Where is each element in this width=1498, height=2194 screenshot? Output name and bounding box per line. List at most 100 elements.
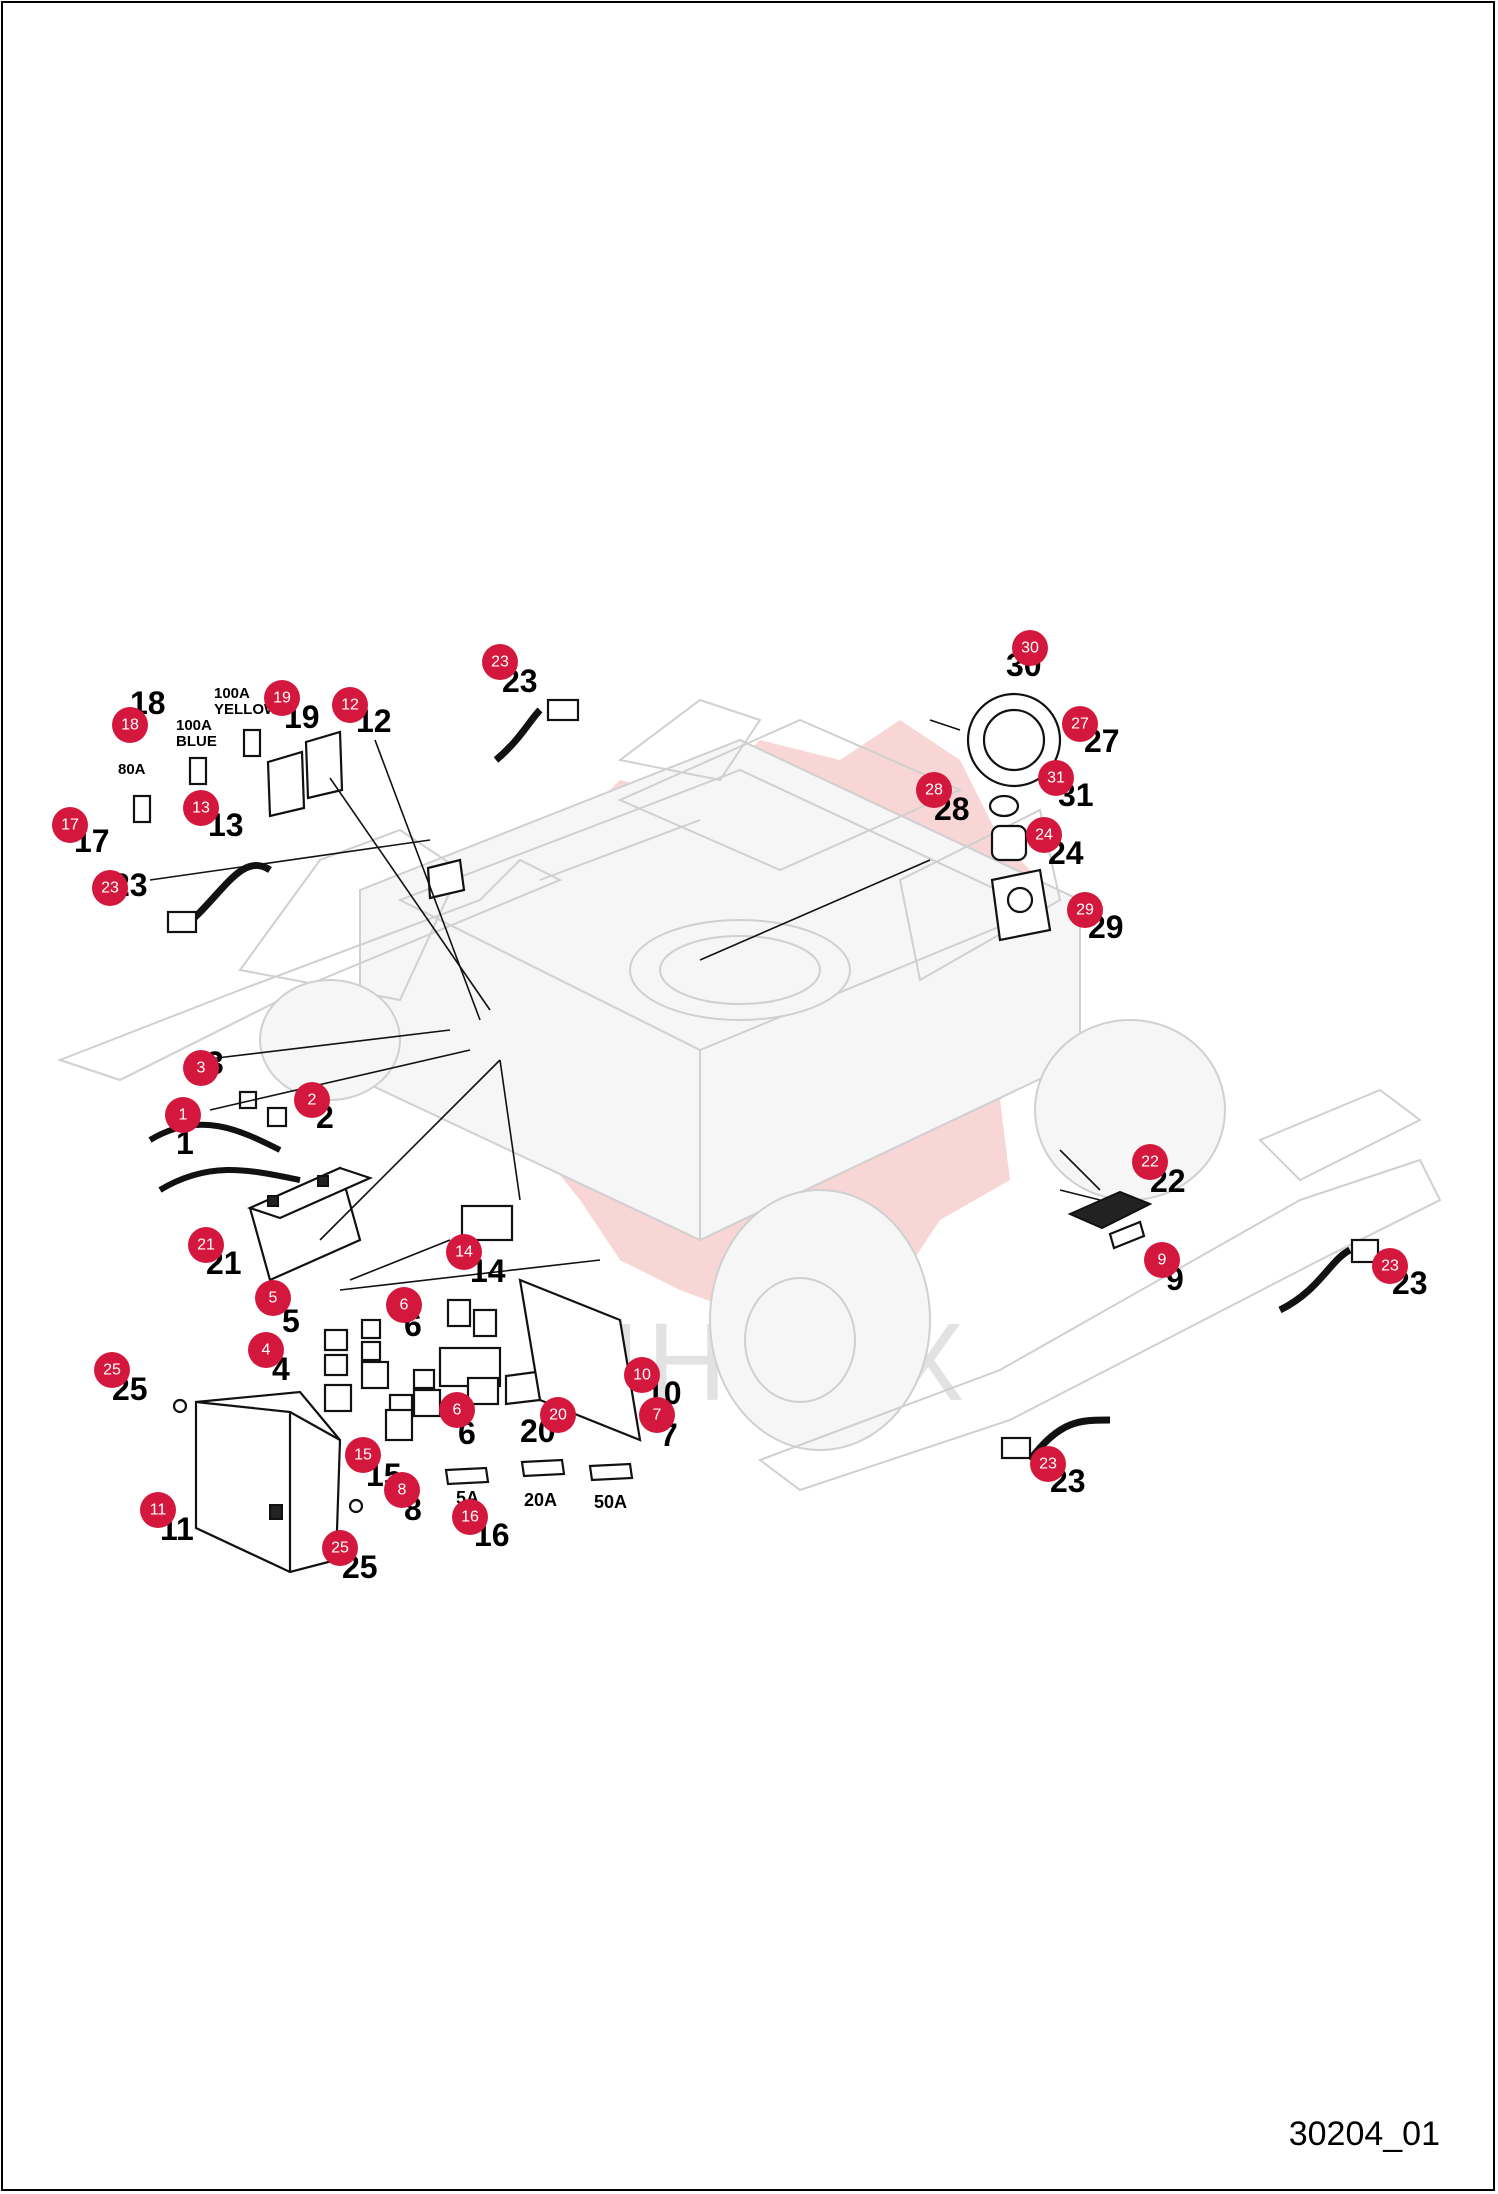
callout-number: 23 — [491, 654, 509, 671]
callout-circle — [322, 1530, 358, 1566]
callout-circle — [264, 680, 300, 716]
callout-number: 8 — [398, 1482, 407, 1499]
callout-circle — [452, 1499, 488, 1535]
harness-23-top — [493, 698, 580, 763]
callout-circle — [384, 1472, 420, 1508]
callout-circle — [1038, 760, 1074, 796]
callout-c23a: 23 — [482, 644, 518, 680]
callout-number: 30 — [1021, 640, 1039, 657]
callout-c29: 29 — [1067, 892, 1103, 928]
callout-c10: 10 — [624, 1357, 660, 1393]
spec-50a: 50A — [594, 1492, 627, 1512]
callout-c18: 18 — [112, 707, 148, 743]
callout-circle — [92, 870, 128, 906]
callout-circle — [248, 1332, 284, 1368]
callout-c30: 30 — [1012, 630, 1048, 666]
callout-number: 9 — [1158, 1252, 1167, 1269]
relay-blocks — [323, 1204, 542, 1442]
svg-text:5: 5 — [282, 1303, 300, 1339]
callout-c22: 22 — [1132, 1144, 1168, 1180]
spec-100a-yellow-l2: YELLOW — [214, 701, 279, 718]
leader-lines — [149, 719, 1101, 1291]
callout-circle — [1030, 1446, 1066, 1482]
callout-number: 21 — [197, 1237, 215, 1254]
callout-number: 4 — [262, 1342, 271, 1359]
spec-20a: 20A — [524, 1490, 557, 1510]
callout-number: 15 — [354, 1447, 372, 1464]
callout-number: 23 — [1381, 1258, 1399, 1275]
callout-circle — [140, 1492, 176, 1528]
callout-c4: 4 — [248, 1332, 284, 1368]
drawing-number: 30204_01 — [1288, 2115, 1440, 2153]
spec-100a-blue: 100A BLUE — [176, 717, 217, 750]
callout-number: 23 — [1039, 1456, 1057, 1473]
callout-c1: 1 — [165, 1097, 201, 1133]
callout-circle — [639, 1397, 675, 1433]
callout-circle — [446, 1234, 482, 1270]
callout-circle — [1026, 817, 1062, 853]
svg-text:1: 1 — [176, 1125, 194, 1161]
callout-c16: 16 — [452, 1499, 488, 1535]
callout-number: 22 — [1141, 1154, 1159, 1171]
callout-c6b: 6 — [439, 1392, 475, 1428]
callout-number: 7 — [653, 1407, 662, 1424]
callout-circle — [482, 644, 518, 680]
sensor-24 — [988, 794, 1028, 862]
callout-number: 23 — [101, 880, 119, 897]
callout-circle — [624, 1357, 660, 1393]
callout-circle — [916, 772, 952, 808]
callout-circle — [1372, 1248, 1408, 1284]
callout-number: 28 — [925, 782, 943, 799]
spec-100a-blue-l1: 100A — [176, 717, 212, 734]
callout-circle — [94, 1352, 130, 1388]
callout-c23b: 23 — [92, 870, 128, 906]
callout-number: 16 — [461, 1509, 479, 1526]
bracket-29 — [990, 868, 1052, 942]
callout-circle — [183, 1050, 219, 1086]
callout-number: 6 — [400, 1297, 409, 1314]
spec-100a-yellow-l1: 100A — [214, 685, 250, 702]
callout-circle — [188, 1227, 224, 1263]
fuse-box-11 — [172, 1390, 364, 1574]
callout-number: 3 — [197, 1060, 206, 1077]
callout-circle — [332, 687, 368, 723]
callout-c3: 3 — [183, 1050, 219, 1086]
spec-labels: 80A 100A BLUE 100A YELLOW 5A 20A 50A — [118, 685, 627, 1512]
callout-circle — [183, 790, 219, 826]
callout-c2: 2 — [294, 1082, 330, 1118]
callout-c25a: 25 — [94, 1352, 130, 1388]
callout-number: 27 — [1071, 716, 1089, 733]
callout-c5: 5 — [255, 1280, 291, 1316]
callout-c23d: 23 — [1030, 1446, 1066, 1482]
callout-circle — [1062, 706, 1098, 742]
callout-c12: 12 — [332, 687, 368, 723]
callout-number: 12 — [341, 697, 359, 714]
callout-number: 17 — [61, 817, 79, 834]
callout-number: 10 — [633, 1367, 651, 1384]
callout-number: 18 — [121, 717, 139, 734]
callout-circle — [112, 707, 148, 743]
callout-c17: 17 — [52, 807, 88, 843]
battery-21 — [246, 1166, 374, 1282]
callout-circle — [52, 807, 88, 843]
callout-c20: 20 — [540, 1397, 576, 1433]
callout-number: 24 — [1035, 827, 1053, 844]
callout-number: 11 — [150, 1502, 167, 1519]
callout-circle — [1144, 1242, 1180, 1278]
spec-100a-yellow: 100A YELLOW — [214, 685, 279, 718]
callout-c28: 28 — [916, 772, 952, 808]
callout-number: 25 — [331, 1540, 349, 1557]
callout-circle — [165, 1097, 201, 1133]
callout-number: 19 — [273, 690, 291, 707]
callout-number: 25 — [103, 1362, 121, 1379]
callout-circle — [386, 1287, 422, 1323]
callout-c27: 27 — [1062, 706, 1098, 742]
spec-100a-blue-l2: BLUE — [176, 733, 217, 750]
callout-circle — [439, 1392, 475, 1428]
harness-23-right — [1278, 1238, 1380, 1314]
callout-circle — [1012, 630, 1048, 666]
battery-cables — [148, 1090, 301, 1193]
callout-c15: 15 — [345, 1437, 381, 1473]
spec-80a: 80A — [118, 761, 146, 778]
